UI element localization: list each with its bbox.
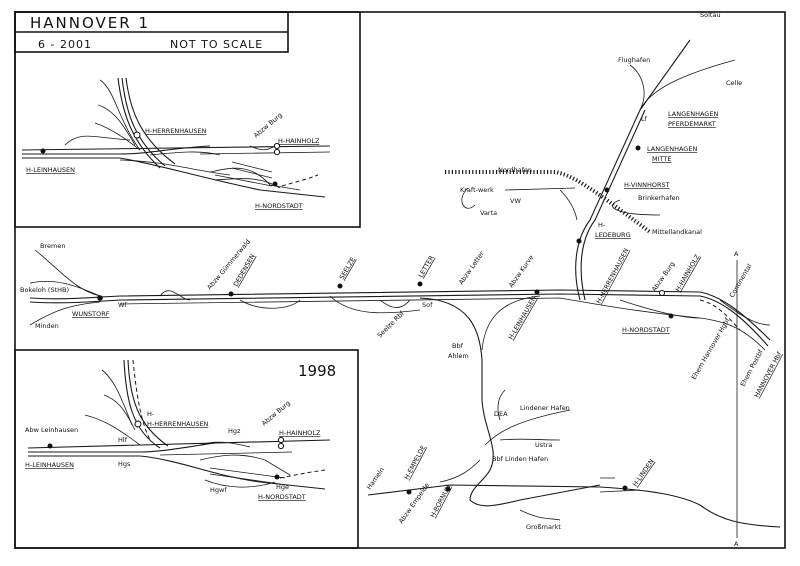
station-ring [277, 442, 285, 450]
station-dot [274, 474, 280, 480]
label-grossmarkt: Großmarkt [526, 523, 561, 531]
inset-1998-frame [14, 349, 359, 549]
label-abzw-empelde: Abzw Empelde [397, 481, 431, 525]
label-h-herrenhausen-2001: H-HERRENHAUSEN [145, 127, 207, 135]
label-varta: Varta [480, 209, 497, 217]
label-bbf-ahlem-1: Bbf [452, 342, 464, 350]
label-bbf-ahlem-2: Ahlem [448, 352, 469, 360]
label-wf: Wf [118, 301, 127, 309]
station-ring [273, 148, 281, 156]
label-h-nordstadt-2001: H-NORDSTADT [255, 202, 303, 210]
dest-soltau: Soltau [700, 11, 721, 19]
label-h-ledeburg-2: LEDEBURG [595, 231, 631, 239]
label-h-ledeburg-1: H- [598, 221, 606, 229]
inset-1998-tracks [27, 359, 331, 490]
label-abw-leinhausen: Abw Leinhausen [25, 426, 78, 434]
label-h-hainholz-1998: H-HAINHOLZ [279, 429, 321, 437]
station-ring [277, 436, 285, 444]
main-tracks [29, 39, 781, 538]
label-hgz: Hgz [228, 427, 241, 435]
label-h-nordstadt-1998: H-NORDSTADT [258, 493, 306, 501]
dest-bokeloh: Bokeloh (StHB) [20, 286, 69, 294]
label-ehem-hgbf: Ehem Hannover Hgbf [690, 316, 732, 381]
label-h-leinhausen-2001: H-LEINHAUSEN [26, 166, 75, 174]
section-mark-a-top: A [734, 250, 739, 258]
station-dot [40, 148, 46, 154]
label-lf: Lf [641, 115, 648, 123]
label-bbf-linden-hafen: Bbf Linden Hafen [492, 455, 548, 463]
dest-minden: Minden [35, 322, 59, 330]
map-date: 6 - 2001 [38, 38, 92, 51]
label-h-leinhausen: H-LEINHAUSEN [507, 295, 538, 341]
station-ring [134, 420, 142, 428]
label-h-herrenhausen: H-HERRENHAUSEN [595, 247, 631, 305]
dest-celle: Celle [726, 79, 742, 87]
label-abzw-kurve: Abzw Kurve [507, 253, 535, 289]
inset-year: 1998 [298, 362, 336, 380]
label-hlf: Hlf [118, 436, 128, 444]
label-h-hainholz-2001: H-HAINHOLZ [278, 137, 320, 145]
label-brinkerhafen: Brinkerhafen [638, 194, 680, 202]
section-mark-a-bottom: A [734, 540, 739, 548]
label-abzw-letter: Abzw Letter [457, 250, 486, 287]
label-nordhafen: Nordhafen [498, 166, 532, 174]
label-ustra: Ustra [535, 441, 552, 449]
inset-2001-tracks [21, 77, 331, 198]
map-title: HANNOVER 1 [30, 14, 150, 32]
station-dot [272, 181, 278, 187]
outer-frame [14, 11, 786, 549]
label-h-bornum: H-BORNUM [429, 483, 453, 519]
station-dot [47, 443, 53, 449]
label-kraftwerk: Kraft-werk [460, 186, 494, 194]
label-seelze-rbf: Seelze Rbf [376, 309, 406, 339]
label-h-herrenhausen-1998: H-HERRENHAUSEN [147, 420, 209, 428]
scale-note: NOT TO SCALE [170, 38, 263, 51]
label-h-hainholz: H-HAINHOLZ [674, 253, 702, 293]
label-h-nordstadt: H-NORDSTADT [622, 326, 670, 334]
dest-bremen: Bremen [40, 242, 65, 250]
label-dea: DEA [494, 410, 508, 418]
label-hge: Hge [276, 483, 289, 491]
label-vw: VW [510, 197, 521, 205]
label-langenhagen-pferdemarkt-1: LANGENHAGEN [668, 110, 718, 118]
label-mittellandkanal: Mittellandkanal [652, 228, 702, 236]
label-sof: Sof [422, 301, 433, 309]
dest-flughafen: Flughafen [618, 56, 650, 64]
dest-hameln: Hameln [365, 466, 386, 491]
station-ring [273, 142, 281, 150]
label-h-linden: H-LINDEN [631, 458, 656, 489]
label-langenhagen-pferdemarkt-2: PFERDEMARKT [668, 120, 716, 128]
label-h-empelde: H-EMPELDE [403, 444, 428, 481]
label-lindener-hafen: Lindener Hafen [520, 404, 570, 412]
label-abzw-burg: Abzw Burg [650, 260, 676, 293]
main-station-markers [97, 145, 674, 495]
station-ring [133, 131, 141, 139]
label-langenhagen-mitte-1: LANGENHAGEN [647, 145, 697, 153]
frames [14, 11, 786, 549]
label-hgwf: Hgwf [210, 486, 227, 494]
label-hgs: Hgs [118, 460, 131, 468]
label-langenhagen-mitte-2: MITTE [652, 155, 671, 163]
label-abzw-burg-1998: Abzw Burg [260, 399, 292, 427]
label-h-vinnhorst: H-VINNHORST [624, 181, 670, 189]
label-letter: LETTER [417, 254, 436, 279]
label-wunstorf: WUNSTORF [72, 310, 110, 318]
label-seelze: SEELZE [338, 256, 357, 281]
label-h-prefix-1998: H- [147, 410, 155, 418]
label-abzw-burg-2001: Abzw Burg [252, 111, 284, 139]
label-h-leinhausen-1998: H-LEINHAUSEN [25, 461, 74, 469]
label-continental: Continental [728, 262, 754, 299]
